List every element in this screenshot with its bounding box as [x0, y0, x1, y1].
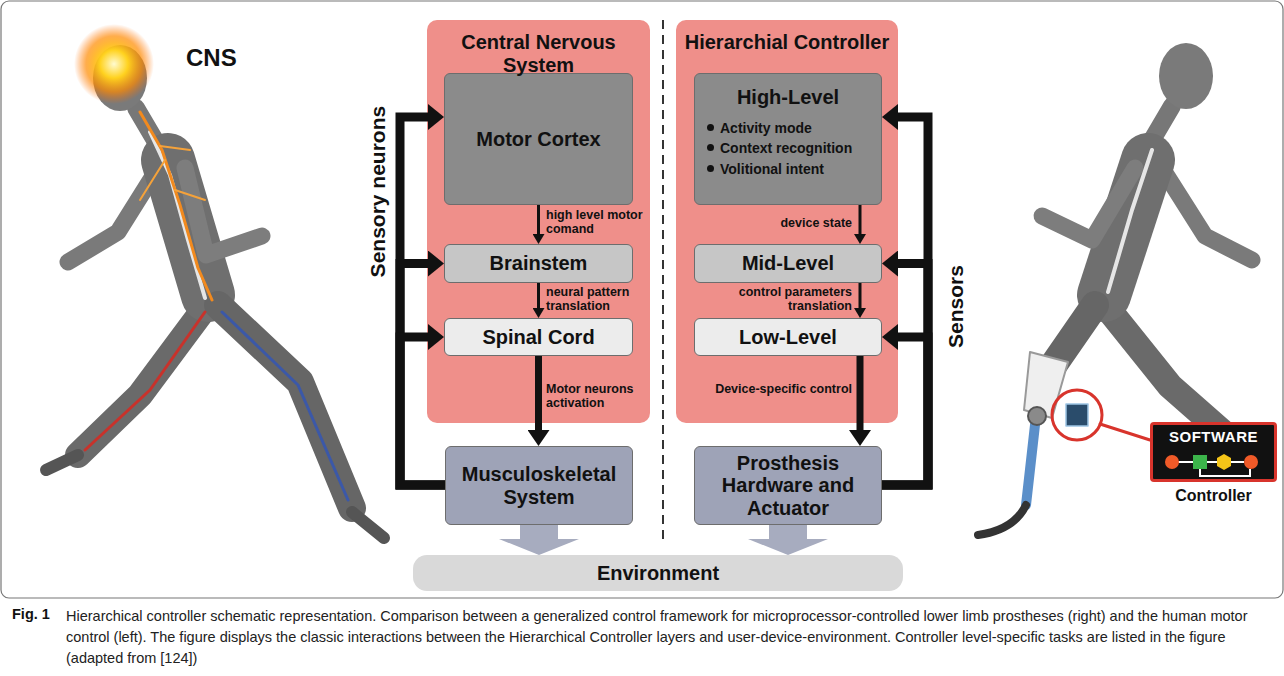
- figure-number: Fig. 1: [12, 606, 66, 623]
- feedback-arrow: [882, 264, 928, 486]
- feedback-arrow: [400, 117, 445, 485]
- environment-band: Environment: [413, 555, 903, 591]
- runner-figure: [46, 24, 384, 538]
- leg: [78, 305, 207, 455]
- panel-title: Central Nervous System: [427, 31, 650, 77]
- prosthetic-foot: [978, 505, 1026, 535]
- level-box: Spinal Cord: [444, 318, 633, 356]
- feedback-arrow: [400, 337, 445, 485]
- command-arrow: [535, 356, 542, 430]
- feedback-arrow: [882, 337, 928, 485]
- axis-label: Sensory neurons: [365, 72, 390, 312]
- icon-square: [1193, 455, 1207, 469]
- box-label: Brainstem: [490, 252, 588, 274]
- box-label: Motor Cortex: [476, 128, 600, 150]
- system-box: Prosthesis Hardware and Actuator: [694, 446, 882, 525]
- leader-line: [1100, 424, 1150, 440]
- bullet-item: Activity mode: [703, 118, 812, 138]
- box-label: Environment: [597, 562, 719, 584]
- axis-label: Sensors: [943, 247, 968, 367]
- output-arrow: [520, 525, 558, 539]
- icon-circle: [1165, 455, 1179, 469]
- head: [1159, 43, 1213, 109]
- box-label: High-Level: [737, 86, 839, 109]
- level-box: Motor Cortex: [444, 73, 633, 205]
- box-label: Musculoskeletal System: [454, 463, 624, 508]
- software-box: SOFTWAREController: [1150, 422, 1277, 482]
- figure-caption: Hierarchical controller schematic repres…: [66, 606, 1272, 669]
- vein: [222, 312, 348, 500]
- edge-label: Motor neurons activation: [546, 382, 658, 411]
- nerve: [140, 146, 205, 200]
- output-arrow: [769, 525, 807, 539]
- box-caption: Controller: [1143, 487, 1284, 505]
- bullet-item: Volitional intent: [703, 159, 824, 179]
- foot: [352, 512, 384, 538]
- spine: [150, 132, 205, 298]
- panel-title: Hierarchial Controller: [676, 31, 898, 54]
- edge-label: control parameters translation: [700, 285, 852, 314]
- figure-frame: [1, 1, 1283, 598]
- icon-circle: [1244, 455, 1258, 469]
- icon-link: [1178, 461, 1194, 463]
- figure-label: CNS: [186, 44, 266, 73]
- brain-glow: [74, 24, 154, 104]
- command-arrow: [537, 283, 540, 308]
- knee-joint: [1028, 407, 1046, 425]
- command-arrow: [857, 356, 864, 430]
- arm: [1160, 165, 1252, 260]
- arm: [185, 168, 262, 255]
- system-box: Musculoskeletal System: [445, 446, 633, 525]
- level-box: Mid-Level: [694, 244, 882, 283]
- level-box: Low-Level: [694, 318, 882, 356]
- pylon: [1026, 416, 1036, 505]
- box-label: Low-Level: [739, 326, 837, 348]
- command-arrow: [537, 205, 540, 234]
- command-arrow: [859, 205, 862, 234]
- foot: [46, 455, 78, 470]
- feedback-arrow: [882, 117, 928, 485]
- edge-label: Device-specific control: [700, 382, 852, 396]
- box-label: Spinal Cord: [482, 326, 594, 348]
- box-label: Prosthesis Hardware and Actuator: [703, 452, 873, 519]
- command-arrow: [859, 283, 862, 308]
- artery: [85, 312, 205, 450]
- divider-line: [662, 20, 664, 545]
- level-box: High-LevelActivity modeContext recogniti…: [694, 73, 882, 205]
- edge-label: neural pattern translation: [546, 285, 658, 314]
- icon-loop: [1200, 469, 1250, 476]
- level-box: Brainstem: [444, 244, 633, 283]
- leg: [218, 305, 352, 508]
- icon-link: [1206, 461, 1218, 463]
- feedback-arrow: [400, 264, 445, 486]
- icon-hexagon: [1217, 454, 1231, 470]
- bullet-item: Context recognition: [703, 138, 852, 158]
- edge-label: device state: [700, 216, 852, 230]
- edge-label: high level motor comand: [546, 208, 658, 237]
- spine: [1108, 150, 1152, 292]
- callout-circle: [1052, 390, 1102, 440]
- prosthetic-socket: [1024, 352, 1068, 418]
- arm: [1042, 168, 1135, 240]
- box-label: Mid-Level: [742, 252, 834, 274]
- nerve: [140, 112, 212, 300]
- chip: [1066, 404, 1088, 426]
- box-label: SOFTWARE: [1169, 428, 1258, 446]
- icon-link: [1230, 461, 1244, 463]
